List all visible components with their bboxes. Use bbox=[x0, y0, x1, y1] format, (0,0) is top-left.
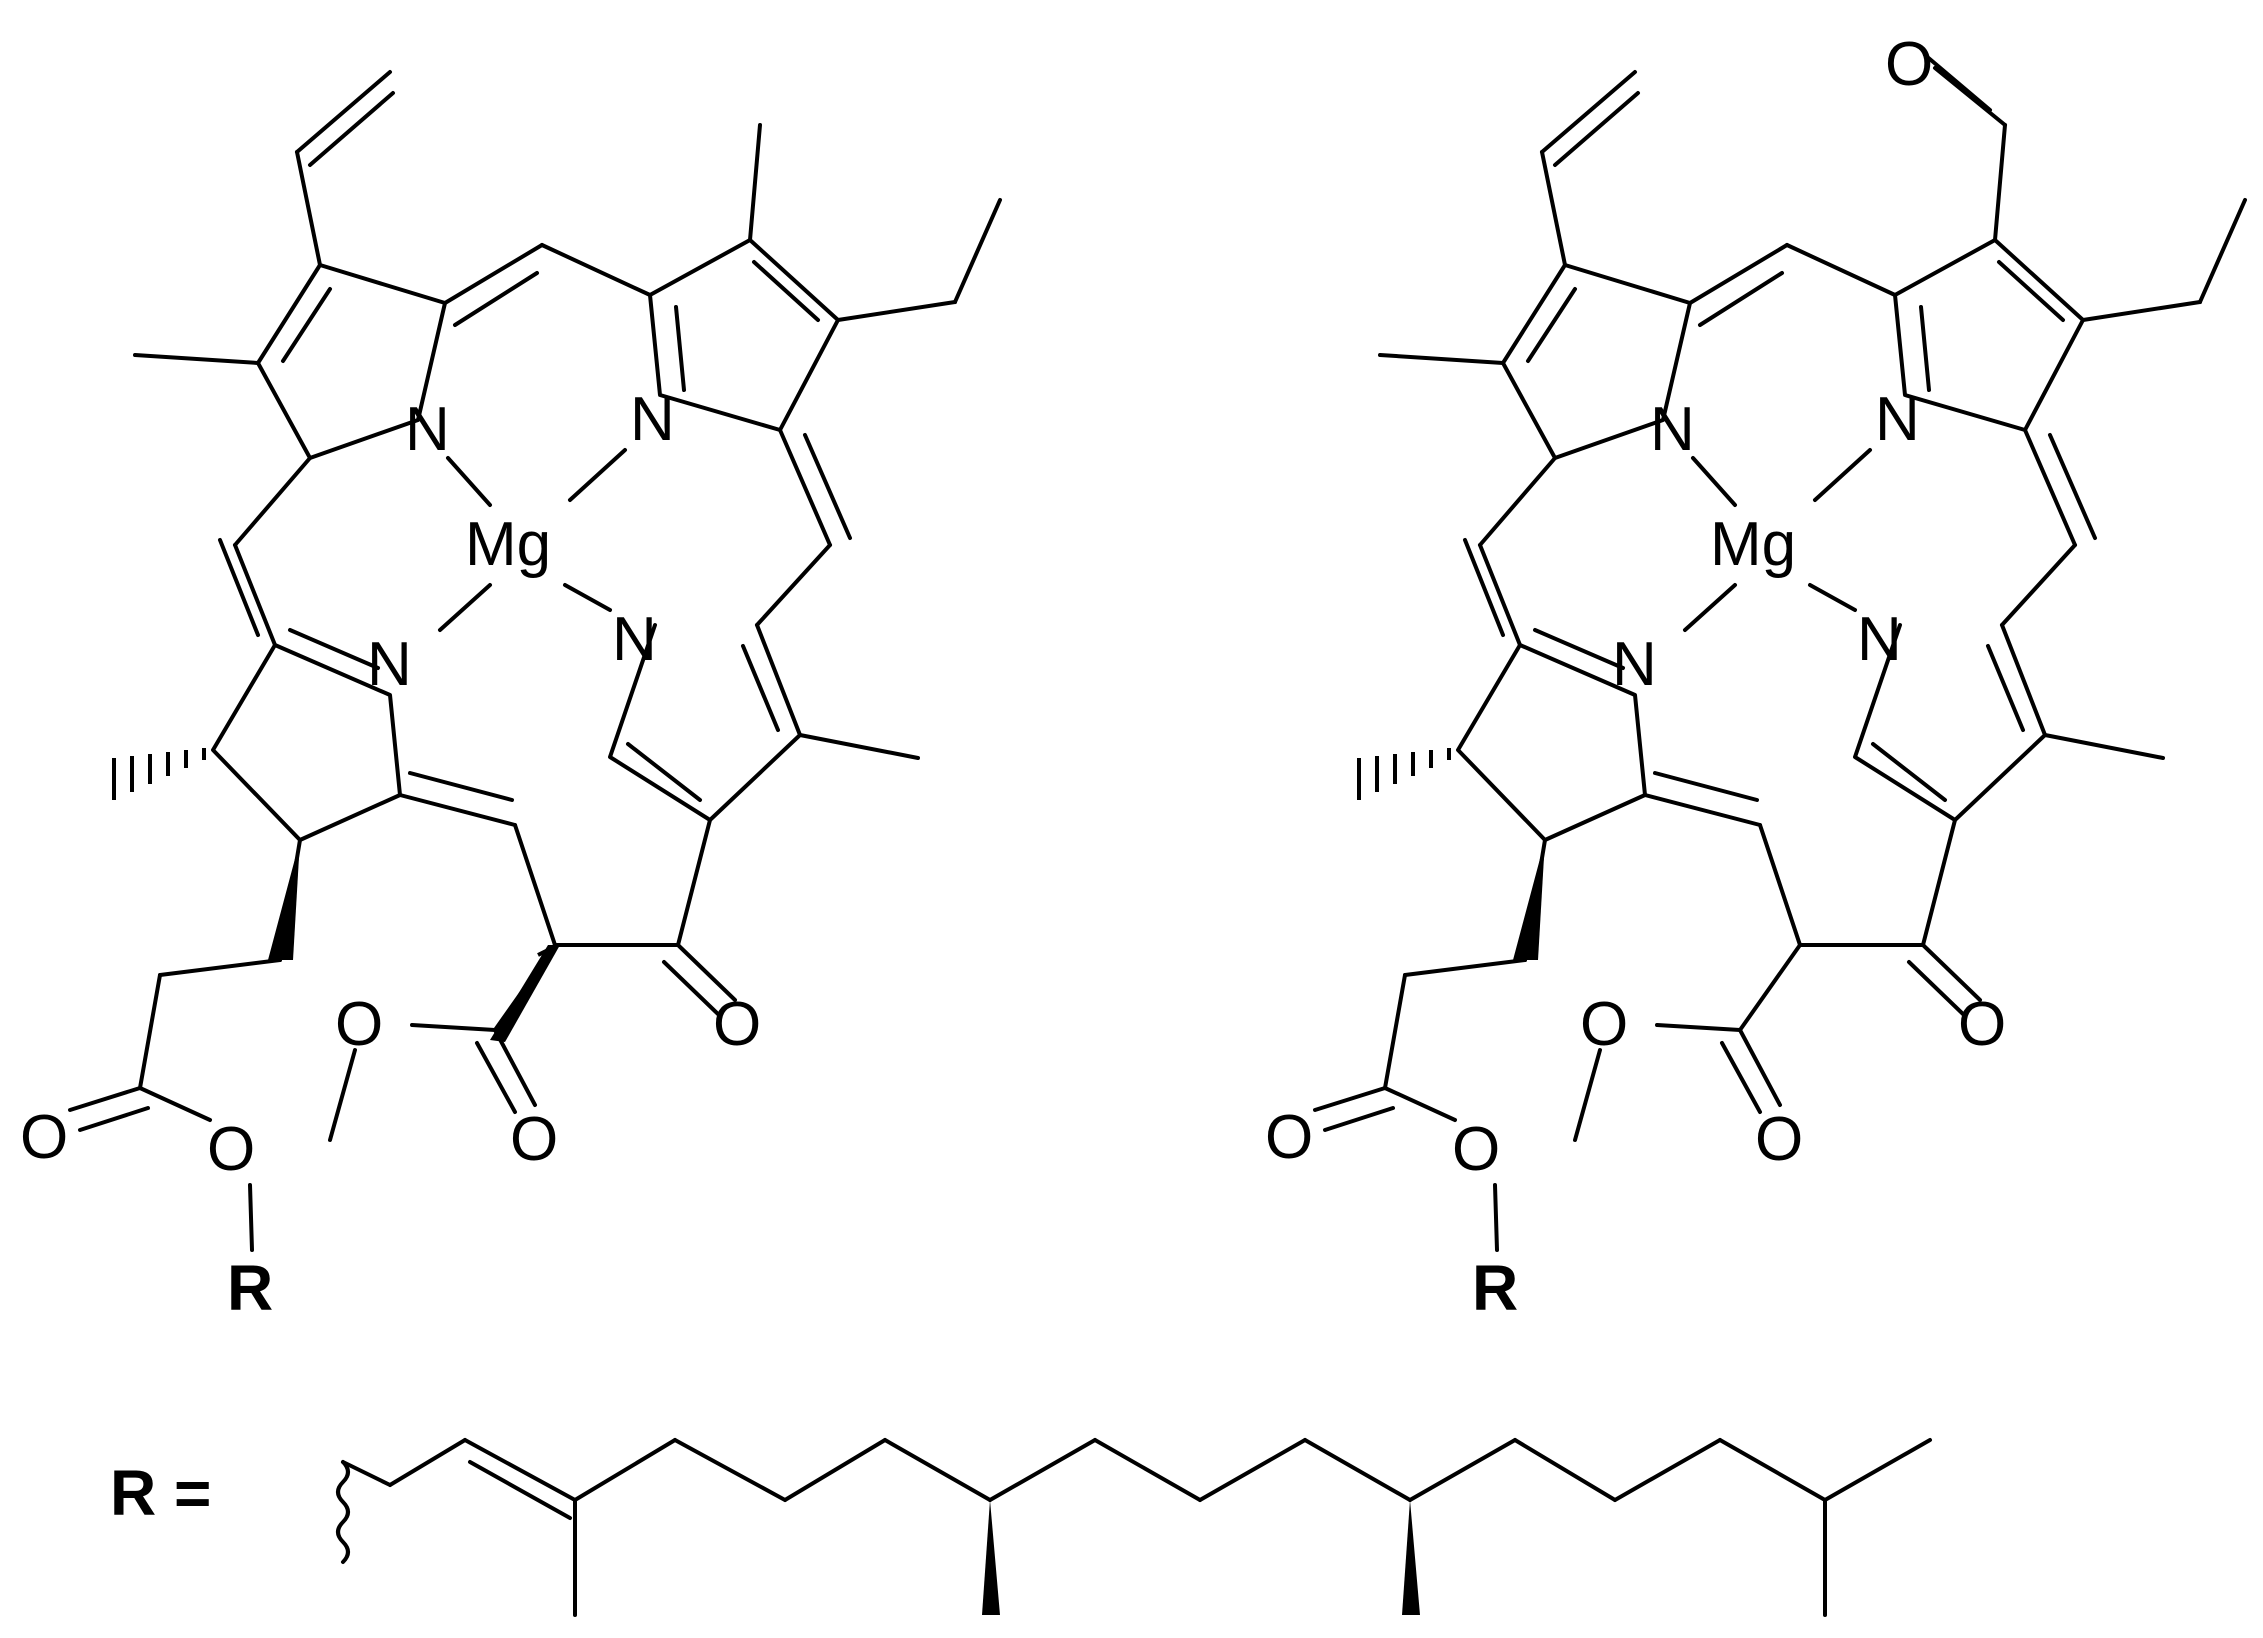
nitrogen-2: N bbox=[630, 385, 675, 454]
keto-oxygen: O bbox=[1958, 990, 2006, 1059]
ester-carbonyl-oxygen: O bbox=[510, 1105, 558, 1174]
molecule-chlorophyll-a: N N N N Mg O O O O O R bbox=[20, 70, 1002, 1324]
ester-ether-oxygen: O bbox=[1580, 990, 1628, 1059]
atom-labels: N N N N Mg O O O O O O R bbox=[1265, 30, 2006, 1324]
acid-carbonyl-oxygen: O bbox=[1265, 1103, 1313, 1172]
ester-ether-oxygen: O bbox=[335, 990, 383, 1059]
acid-ether-oxygen: O bbox=[1452, 1115, 1500, 1184]
nitrogen-4: N bbox=[367, 630, 412, 699]
nitrogen-3: N bbox=[1857, 605, 1902, 674]
r-substituent-label: R bbox=[1472, 1252, 1518, 1324]
phytyl-wedges bbox=[982, 1500, 1420, 1615]
molecule-chlorophyll-b: N N N N Mg O O O O O O R bbox=[1265, 30, 2247, 1324]
stereo-bonds bbox=[1357, 748, 1545, 960]
ester-carbonyl-oxygen: O bbox=[1755, 1105, 1803, 1174]
acid-ether-oxygen: O bbox=[207, 1115, 255, 1184]
nitrogen-3: N bbox=[612, 605, 657, 674]
nitrogen-1: N bbox=[1650, 395, 1695, 464]
nitrogen-1: N bbox=[405, 395, 450, 464]
magnesium: Mg bbox=[465, 510, 551, 579]
bonds bbox=[68, 70, 1002, 1252]
r-group-definition: R = bbox=[110, 1438, 1932, 1617]
keto-oxygen: O bbox=[713, 990, 761, 1059]
formyl-oxygen: O bbox=[1885, 30, 1933, 99]
acid-carbonyl-oxygen: O bbox=[20, 1103, 68, 1172]
nitrogen-4: N bbox=[1612, 630, 1657, 699]
stereo-bonds bbox=[112, 748, 560, 1042]
magnesium: Mg bbox=[1710, 510, 1796, 579]
r-group-label: R = bbox=[110, 1457, 211, 1529]
phytyl-chain bbox=[336, 1438, 1932, 1617]
r-substituent-label: R bbox=[227, 1252, 273, 1324]
bonds bbox=[1313, 53, 2247, 1252]
atom-labels: N N N N Mg O O O O O R bbox=[20, 385, 761, 1324]
nitrogen-2: N bbox=[1875, 385, 1920, 454]
